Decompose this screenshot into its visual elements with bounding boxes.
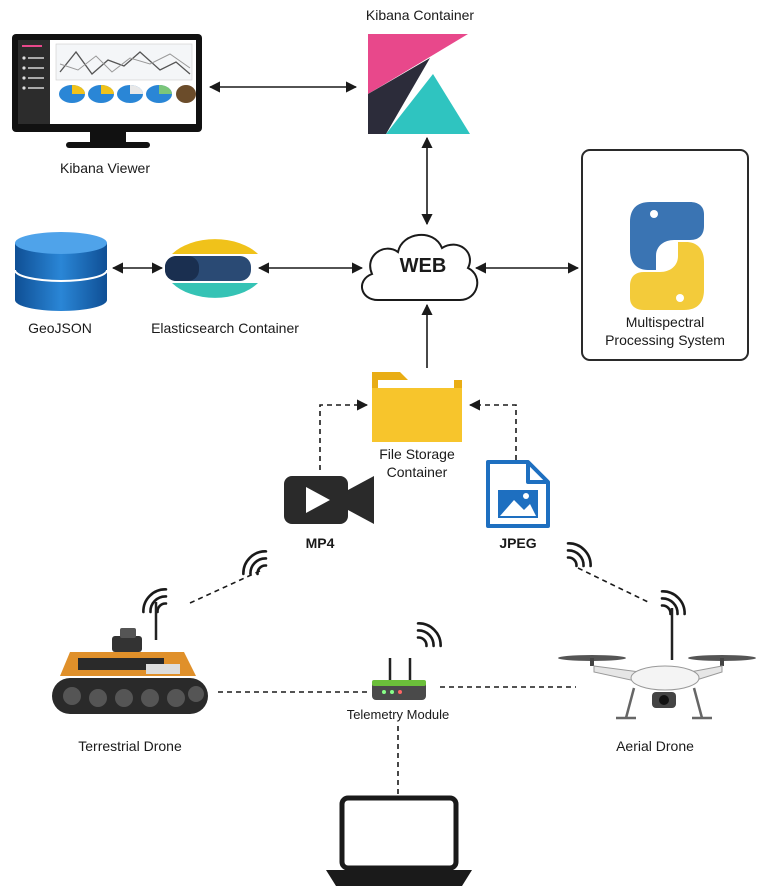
geojson-label: GeoJSON bbox=[28, 320, 92, 336]
mp4-label: MP4 bbox=[305, 535, 335, 551]
edge-jpeg-storage bbox=[468, 399, 517, 460]
rover-icon bbox=[52, 602, 208, 714]
multispectral-label-line1: Multispectral bbox=[625, 314, 705, 330]
folder-icon bbox=[372, 372, 462, 442]
radio-module-icon bbox=[372, 658, 426, 700]
file-storage-label-line2: Container bbox=[386, 464, 448, 480]
edge-rover-signal bbox=[189, 569, 263, 604]
multispectral-panel bbox=[581, 149, 749, 361]
edge-aerial-signal bbox=[577, 567, 649, 603]
aerial-drone-label: Aerial Drone bbox=[616, 738, 694, 754]
wifi-signal-icon bbox=[142, 542, 686, 648]
elasticsearch-logo-icon bbox=[165, 239, 258, 298]
multispectral-label-line2: Processing System bbox=[605, 332, 725, 348]
file-storage-label-line1: File Storage bbox=[379, 446, 455, 462]
laptop-icon bbox=[326, 795, 472, 886]
image-file-icon bbox=[486, 460, 550, 528]
video-camera-icon bbox=[284, 476, 374, 524]
database-icon bbox=[14, 232, 108, 311]
kibana-logo-icon bbox=[368, 34, 470, 134]
python-logo-icon bbox=[630, 202, 704, 310]
kibana-container-label: Kibana Container bbox=[365, 7, 475, 23]
telemetry-module-label: Telemetry Module bbox=[346, 707, 450, 722]
web-label: WEB bbox=[399, 255, 447, 277]
monitor-dashboard-icon bbox=[12, 34, 202, 148]
connectors bbox=[111, 81, 649, 796]
quadcopter-icon bbox=[558, 608, 756, 720]
elasticsearch-label: Elasticsearch Container bbox=[151, 320, 299, 336]
jpeg-label: JPEG bbox=[499, 535, 537, 551]
cloud-icon bbox=[361, 233, 479, 301]
edge-mp4-storage bbox=[319, 399, 369, 470]
kibana-viewer-label: Kibana Viewer bbox=[59, 160, 151, 176]
terrestrial-drone-label: Terrestrial Drone bbox=[78, 738, 182, 754]
